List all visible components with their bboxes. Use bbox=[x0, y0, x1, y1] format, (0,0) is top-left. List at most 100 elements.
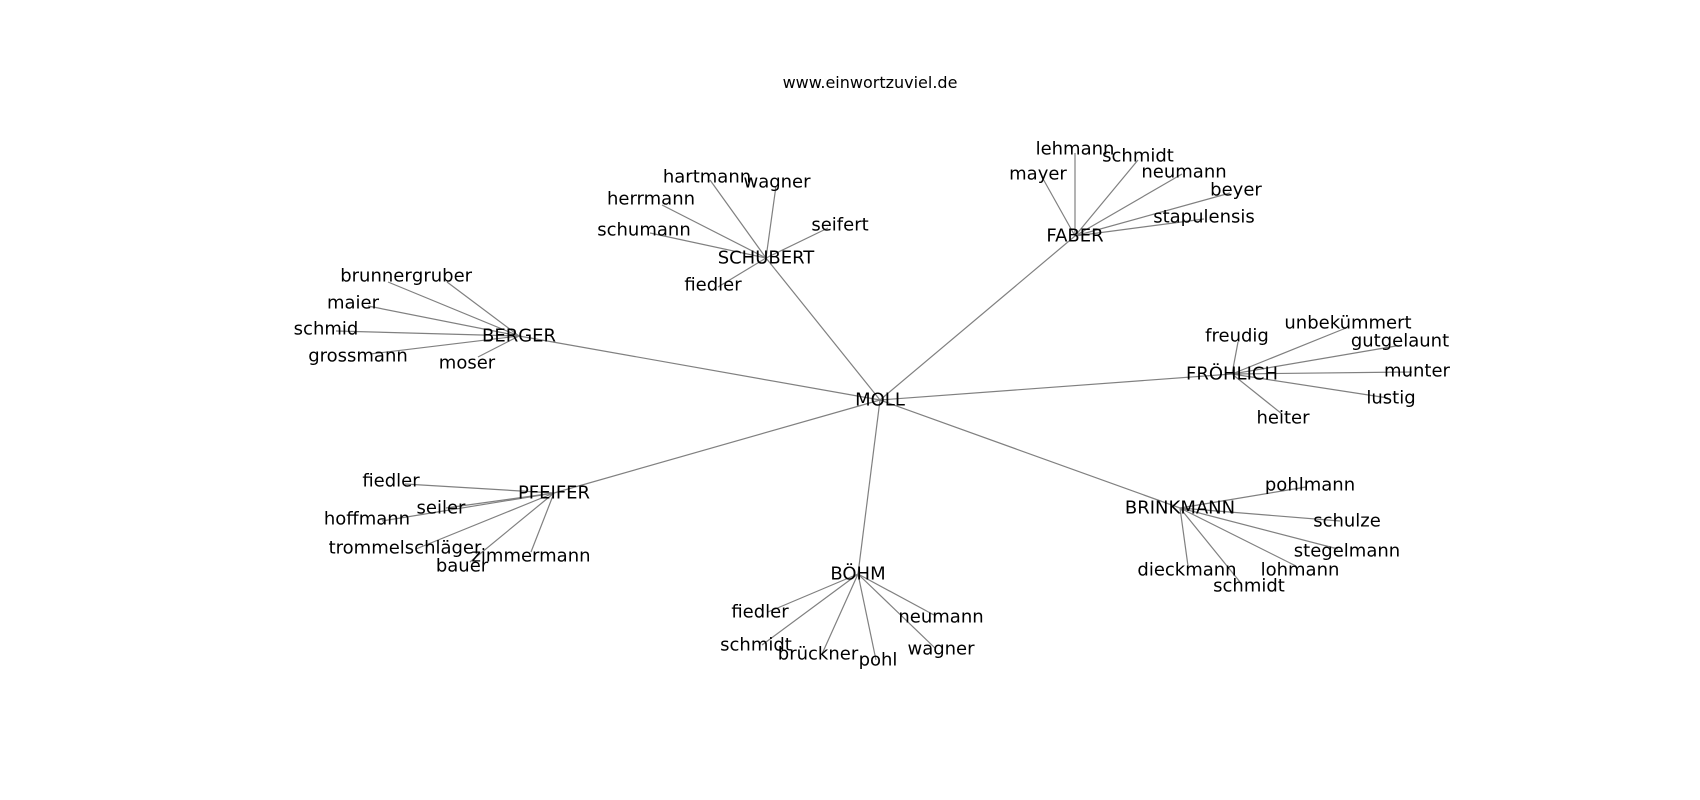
leaf-node-label: hartmann bbox=[663, 167, 751, 188]
edge-hub-leaf bbox=[1074, 173, 1183, 237]
edge-hub-leaf bbox=[367, 305, 520, 337]
leaf-node-label: bauer bbox=[436, 556, 489, 577]
leaf-node-label: freudig bbox=[1205, 326, 1269, 347]
edge-hub-leaf bbox=[1179, 486, 1307, 509]
leaf-node-label: pohl bbox=[859, 650, 898, 671]
leaf-node-label: seifert bbox=[811, 215, 868, 236]
leaf-node-label: wagner bbox=[743, 172, 811, 193]
edge-hub-leaf bbox=[649, 232, 767, 259]
leaf-node-label: dieckmann bbox=[1137, 560, 1236, 581]
edge-hub-leaf bbox=[1074, 218, 1205, 237]
edge-hub-leaf bbox=[1231, 345, 1397, 375]
leaf-node-label: moser bbox=[439, 353, 496, 374]
edge-hub-leaf bbox=[1179, 507, 1189, 567]
edge-hub-leaf bbox=[765, 227, 829, 259]
edge-hub-leaf bbox=[761, 573, 859, 646]
edge-hub-leaf bbox=[1179, 507, 1339, 550]
leaf-node-label: brunner bbox=[340, 266, 412, 287]
edge-hub-leaf bbox=[1179, 507, 1341, 522]
hub-node-label: PFEIFER bbox=[518, 483, 590, 504]
leaf-node-label: fiedler bbox=[684, 275, 742, 296]
edge-center-hub bbox=[553, 399, 881, 494]
edge-hub-leaf bbox=[1231, 373, 1389, 399]
edge-hub-leaf bbox=[857, 573, 935, 616]
edge-hub-leaf bbox=[404, 483, 555, 494]
edge-center-hub bbox=[857, 399, 881, 575]
edge-center-hub bbox=[879, 399, 1181, 509]
leaf-node-label: gutgelaunt bbox=[1351, 331, 1449, 352]
center-node-label: MOLL bbox=[855, 390, 905, 411]
leaf-node-label: schmidt bbox=[1213, 576, 1285, 597]
leaf-node-label: lustig bbox=[1366, 388, 1415, 409]
leaf-node-label: schmidt bbox=[720, 635, 792, 656]
edge-hub-leaf bbox=[661, 204, 767, 259]
labels-layer: www.einwortzuviel.de MOLL SCHUBERT hartman… bbox=[294, 73, 1451, 671]
edge-center-hub bbox=[518, 335, 881, 401]
edge-hub-leaf bbox=[857, 573, 877, 661]
leaf-node-label: stegelmann bbox=[1294, 541, 1400, 562]
hub-node-label: FABER bbox=[1046, 226, 1103, 247]
leaf-node-label: gruber bbox=[412, 266, 473, 287]
edge-hub-leaf bbox=[469, 492, 555, 563]
leaf-node-label: brückner bbox=[778, 644, 859, 665]
leaf-node-label: lehmann bbox=[1036, 139, 1115, 160]
edge-hub-leaf bbox=[1179, 507, 1297, 567]
edge-hub-leaf bbox=[1041, 176, 1076, 237]
edge-hub-leaf bbox=[1179, 507, 1241, 583]
leaf-node-label: zimmermann bbox=[471, 546, 590, 567]
edge-center-hub bbox=[879, 373, 1233, 401]
edge-hub-leaf bbox=[530, 492, 555, 553]
leaf-node-label: fiedler bbox=[731, 602, 789, 623]
leaf-node-label: unbekümmert bbox=[1284, 313, 1411, 334]
hub-node-label: BRINKMANN bbox=[1125, 498, 1235, 519]
edge-hub-leaf bbox=[1074, 192, 1231, 237]
edge-hub-leaf bbox=[387, 281, 520, 337]
edge-hub-leaf bbox=[1074, 159, 1139, 237]
edge-hub-leaf bbox=[335, 330, 520, 337]
leaf-node-label: hoffmann bbox=[324, 509, 410, 530]
edge-hub-leaf bbox=[1231, 371, 1413, 375]
leaf-node-label: grossmann bbox=[308, 346, 408, 367]
edge-hub-leaf bbox=[381, 492, 555, 522]
leaf-node-label: trommelschläger bbox=[329, 538, 482, 559]
leaf-node-label: schmid bbox=[294, 319, 359, 340]
leaf-node-label: mayer bbox=[1009, 164, 1067, 185]
leaf-node-label: seiler bbox=[417, 498, 467, 519]
edge-hub-leaf bbox=[369, 335, 520, 355]
leaf-node-label: stapulensis bbox=[1153, 207, 1255, 228]
hub-node-label: BÖHM bbox=[830, 563, 885, 585]
edge-hub-leaf bbox=[709, 179, 767, 259]
leaf-node-label: herrmann bbox=[607, 189, 695, 210]
page-title: www.einwortzuviel.de bbox=[783, 73, 958, 92]
leaf-node-label: beyer bbox=[1210, 180, 1262, 201]
edge-hub-leaf bbox=[1231, 373, 1283, 415]
leaf-node-label: schulze bbox=[1313, 511, 1381, 532]
edge-hub-leaf bbox=[857, 573, 937, 650]
hub-node-label: FRÖHLICH bbox=[1186, 363, 1278, 385]
edge-hub-leaf bbox=[446, 281, 520, 337]
edge-hub-leaf bbox=[477, 335, 520, 358]
leaf-node-label: maier bbox=[327, 293, 380, 314]
edges-layer bbox=[335, 153, 1413, 661]
edge-hub-leaf bbox=[765, 185, 777, 259]
hub-node-label: BERGER bbox=[482, 326, 556, 347]
edge-hub-leaf bbox=[717, 257, 767, 288]
leaf-node-label: fiedler bbox=[362, 471, 420, 492]
leaf-node-label: pohlmann bbox=[1265, 475, 1355, 496]
edge-hub-leaf bbox=[1231, 327, 1347, 375]
edge-hub-leaf bbox=[767, 573, 859, 613]
hub-node-label: SCHUBERT bbox=[718, 248, 816, 269]
leaf-node-label: neumann bbox=[1141, 162, 1226, 183]
leaf-node-label: munter bbox=[1384, 361, 1450, 382]
leaf-node-label: neumann bbox=[898, 607, 983, 628]
edge-hub-leaf bbox=[1231, 341, 1239, 375]
edge-center-hub bbox=[765, 257, 881, 401]
edge-hub-leaf bbox=[821, 573, 859, 655]
leaf-node-label: schmidt bbox=[1102, 146, 1174, 167]
leaf-node-label: heiter bbox=[1256, 408, 1310, 429]
edge-hub-leaf bbox=[415, 492, 555, 550]
leaf-node-label: lohmann bbox=[1261, 560, 1340, 581]
leaf-node-label: schumann bbox=[597, 220, 690, 241]
edge-center-hub bbox=[879, 235, 1076, 401]
